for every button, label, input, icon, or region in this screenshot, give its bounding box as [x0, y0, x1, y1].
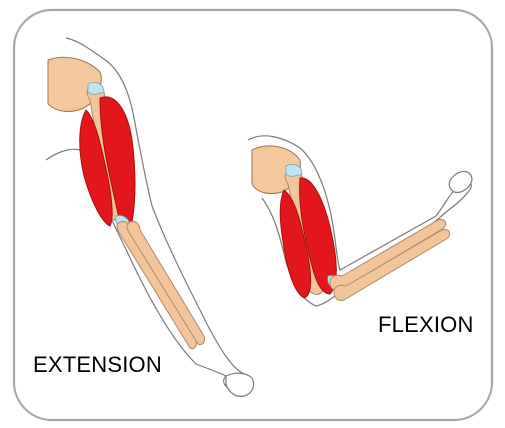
- extension-label: EXTENSION: [33, 352, 162, 378]
- flexion-label: FLEXION: [378, 312, 474, 338]
